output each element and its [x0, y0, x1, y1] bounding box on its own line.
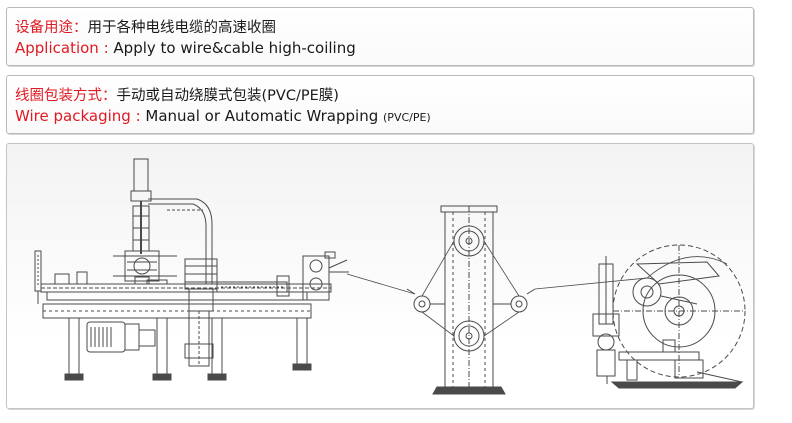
cable-inlet-guide [302, 255, 330, 301]
wire-packaging-box: 线圈包装方式：手动或自动绕膜式包装(PVC/PE膜) Wire packagin… [6, 75, 754, 134]
machine-line-drawing [34, 158, 746, 395]
traverse-guide [216, 281, 288, 293]
wire-packaging-en-separator: : [130, 107, 146, 125]
right-guide-roller [510, 295, 528, 313]
drive-motor [86, 321, 126, 353]
lift-cylinder [133, 158, 149, 192]
wire-packaging-en-label: Wire packaging [15, 107, 131, 125]
coiling-machine [34, 158, 349, 381]
wire-packaging-cn-line: 线圈包装方式：手动或自动绕膜式包装(PVC/PE膜) [15, 84, 339, 105]
accumulator-tower [406, 205, 536, 395]
machine-drawing-panel [6, 143, 754, 409]
wire-reel [612, 244, 746, 378]
application-en-separator: : [98, 39, 114, 57]
wire-packaging-cn-label: 线圈包装方式： [15, 88, 117, 104]
application-box: 设备用途：用于各种电线电缆的高速收圈 Application : Apply t… [6, 7, 754, 66]
wire-packaging-en-line: Wire packaging : Manual or Automatic Wra… [15, 107, 431, 125]
application-cn-label: 设备用途： [15, 20, 88, 36]
wrapping-machine [592, 244, 746, 389]
left-guide-roller [413, 295, 431, 313]
application-en-text: Apply to wire&cable high-coiling [113, 39, 356, 57]
application-cn-line: 设备用途：用于各种电线电缆的高速收圈 [15, 16, 276, 37]
wire-packaging-en-note: (PVC/PE) [383, 111, 431, 124]
upper-arm-frame [148, 198, 213, 284]
application-en-line: Application : Apply to wire&cable high-c… [15, 39, 356, 57]
application-cn-text: 用于各种电线电缆的高速收圈 [87, 20, 277, 36]
spindle-head [124, 250, 160, 282]
wire-packaging-en-text: Manual or Automatic Wrapping [145, 107, 379, 125]
application-en-label: Application [15, 39, 99, 57]
wire-packaging-cn-text: 手动或自动绕膜式包装(PVC/PE膜) [116, 88, 339, 104]
cable-path [346, 240, 728, 337]
